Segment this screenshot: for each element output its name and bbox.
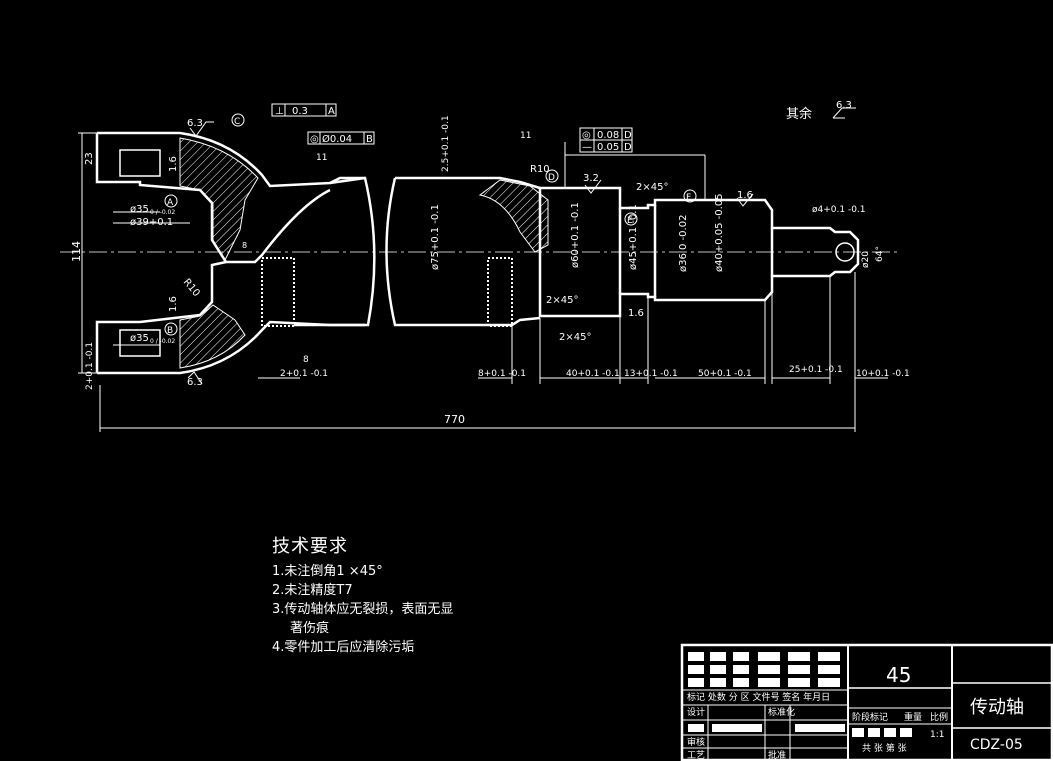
tube-body: [294, 176, 541, 327]
datum-f: F: [686, 193, 691, 203]
tech-req-item-3: 3.传动轴体应无裂损，表面无显: [272, 602, 454, 617]
dim-chamfer3: 2×45°: [559, 332, 591, 343]
yoke-hatch-bottom: [179, 304, 246, 369]
dim-d40: ø40+0.05 -0.05: [714, 193, 725, 272]
datum-a: A: [167, 198, 174, 208]
title-header-row: 标记 处数 分 区 文件号 签名 年月日: [687, 691, 830, 703]
title-stage: 阶段标记: [852, 711, 888, 723]
title-design: 设计: [687, 706, 705, 718]
dim-8b: 8+0.1 -0.1: [478, 369, 526, 379]
roughness-symbols: [187, 107, 856, 385]
title-drawing-no: CDZ-05: [970, 737, 1023, 753]
weld-11-b: 11: [520, 131, 531, 141]
tech-req-item-1: 1.未注倒角1 ×45°: [272, 564, 383, 579]
right-yoke-hatch: [478, 179, 549, 253]
title-material: 45: [886, 663, 911, 687]
dim-d4: ø4+0.1 -0.1: [812, 205, 866, 215]
dim-d60: ø60+0.1 -0.1: [570, 202, 581, 268]
datum-b: B: [167, 326, 173, 336]
title-sheets: 共 张 第 张: [862, 742, 907, 754]
other-roughness-label: 其余: [786, 106, 812, 122]
ra-1-6-d: 1.6: [168, 296, 179, 312]
datum-e: E: [627, 216, 633, 226]
ra-1-6-a: 1.6: [737, 190, 753, 201]
tech-req-item-3-cont: 著伤痕: [290, 621, 330, 636]
tol3-symbol: ◎: [582, 130, 591, 141]
yoke-fork: [95, 131, 365, 375]
title-process: 工艺: [687, 750, 705, 761]
tech-req-item-2: 2.未注精度T7: [272, 583, 353, 598]
weld-band-right: [487, 257, 513, 327]
tol1-symbol: ⊥: [275, 106, 284, 117]
dim-d35b-tol: 0 / -0.02: [150, 338, 175, 345]
dim-2b: 2+0.1 -0.1: [85, 342, 95, 390]
dim-d45: ø45+0.1 -0.1: [628, 204, 639, 270]
tech-req-title: 技术要求: [272, 536, 348, 557]
title-scale-value: 1:1: [930, 730, 944, 740]
dim-small-8: 8: [242, 241, 247, 250]
weld-band-left: [261, 257, 295, 327]
datum-d: D: [548, 173, 555, 183]
dim-d75: ø75+0.1 -0.1: [430, 204, 441, 270]
tol2-symbol: ◎: [310, 134, 319, 145]
dim-d35a-tol: 0 / -0.02: [150, 209, 175, 216]
tol4-symbol: —: [582, 142, 592, 153]
weld-11-a: 11: [316, 153, 327, 163]
dim-23: 23: [84, 152, 95, 165]
dim-r10a: R10: [181, 277, 202, 299]
tol1-value: 0.3: [292, 106, 308, 117]
dim-114: 114: [70, 241, 83, 262]
stepped-shaft: [538, 186, 860, 318]
dim-25: 25+0.1 -0.1: [789, 365, 843, 375]
ra-6-3-top: 6.3: [187, 118, 203, 129]
ra-3-2: 3.2: [583, 173, 599, 184]
tol3-value: 0.08: [597, 130, 619, 141]
dim-chamfer2: 2×45°: [546, 295, 578, 306]
dim-50: 50+0.1 -0.1: [698, 369, 752, 379]
tol4-datum: D: [624, 142, 632, 153]
dim-2a: 2+0.1 -0.1: [280, 369, 328, 379]
tol1-datum: A: [328, 106, 335, 117]
tol4-value: 0.05: [597, 142, 619, 153]
ra-6-3-bottom: 6.3: [187, 377, 203, 388]
title-block-grid: [688, 652, 912, 737]
ra-1-6-b: 1.6: [628, 308, 644, 319]
tol2-value: Ø0.04: [322, 133, 352, 145]
dim-d35a: ø35: [130, 204, 149, 215]
title-standardize: 标准化: [768, 706, 795, 718]
dim-d36: ø36 0 -0.02: [678, 215, 689, 272]
datum-c: C: [234, 117, 240, 127]
dim-10: 10+0.1 -0.1: [856, 369, 910, 379]
dim-64: 64°: [875, 246, 885, 262]
yoke-hatch-top: [179, 137, 259, 262]
tol2-datum: B: [366, 134, 373, 145]
title-part-name: 传动轴: [970, 697, 1024, 718]
dim-r10b: R10: [530, 164, 550, 175]
tol3-datum: D: [624, 130, 632, 141]
technical-requirements: 技术要求 1.未注倒角1 ×45° 2.未注精度T7 3.传动轴体应无裂损，表面…: [272, 532, 453, 657]
dim-d35b: ø35: [130, 333, 149, 344]
other-roughness-value: 6.3: [836, 100, 852, 111]
title-approve: 批准: [768, 749, 786, 761]
dim-2-5: 2.5+0.1 -0.1: [441, 115, 451, 172]
dim-8: 8: [303, 355, 309, 365]
dim-d20: ø20: [861, 251, 871, 268]
title-block: [680, 643, 1053, 761]
title-scale: 比例: [930, 711, 948, 723]
tolerance-frames: [271, 103, 633, 153]
dim-40: 40+0.1 -0.1: [566, 369, 620, 379]
title-weight: 重量: [904, 711, 922, 723]
dim-d39: ø39+0.1: [130, 217, 173, 228]
tech-req-item-4: 4.零件加工后应清除污垢: [272, 640, 415, 655]
dim-chamfer1: 2×45°: [636, 182, 668, 193]
dim-770: 770: [444, 413, 465, 426]
dim-13: 13+0.1 -0.1: [624, 369, 678, 379]
title-review: 审核: [687, 736, 705, 748]
dimension-lines: [78, 132, 888, 432]
ra-1-6-c: 1.6: [168, 156, 179, 172]
datum-markers: [164, 113, 697, 336]
